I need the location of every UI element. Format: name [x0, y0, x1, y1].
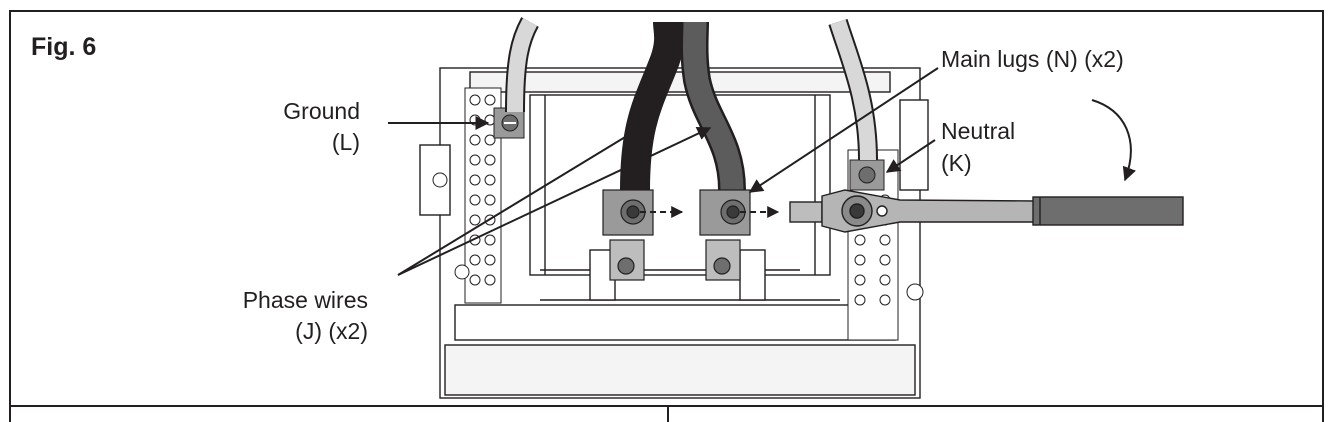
- bottom-rule: [9, 407, 1324, 422]
- rule-right: [1322, 407, 1324, 422]
- rotation-arrow-icon: [1091, 99, 1136, 182]
- ground-label: Ground: [283, 98, 360, 124]
- wires: [505, 17, 878, 191]
- neutral-label: Neutral: [941, 118, 1016, 144]
- neutral-label-code: (K): [941, 150, 972, 176]
- rule-left: [9, 407, 11, 422]
- panel-housing: [419, 67, 929, 399]
- phase-wires-label: Phase wires: [242, 287, 368, 313]
- ground-label-code: (L): [331, 129, 360, 155]
- leader-lines: [388, 67, 939, 276]
- torque-wrench-icon: [789, 189, 1184, 233]
- breaker-lug-icon: [602, 189, 751, 281]
- phase-wires-label-code: (J) (x2): [295, 318, 368, 344]
- figure-title: Fig. 6: [31, 33, 97, 61]
- main-lugs-label: Main lugs (N) (x2): [941, 46, 1124, 72]
- figure-frame: [9, 10, 1324, 407]
- rule-middle: [667, 407, 669, 422]
